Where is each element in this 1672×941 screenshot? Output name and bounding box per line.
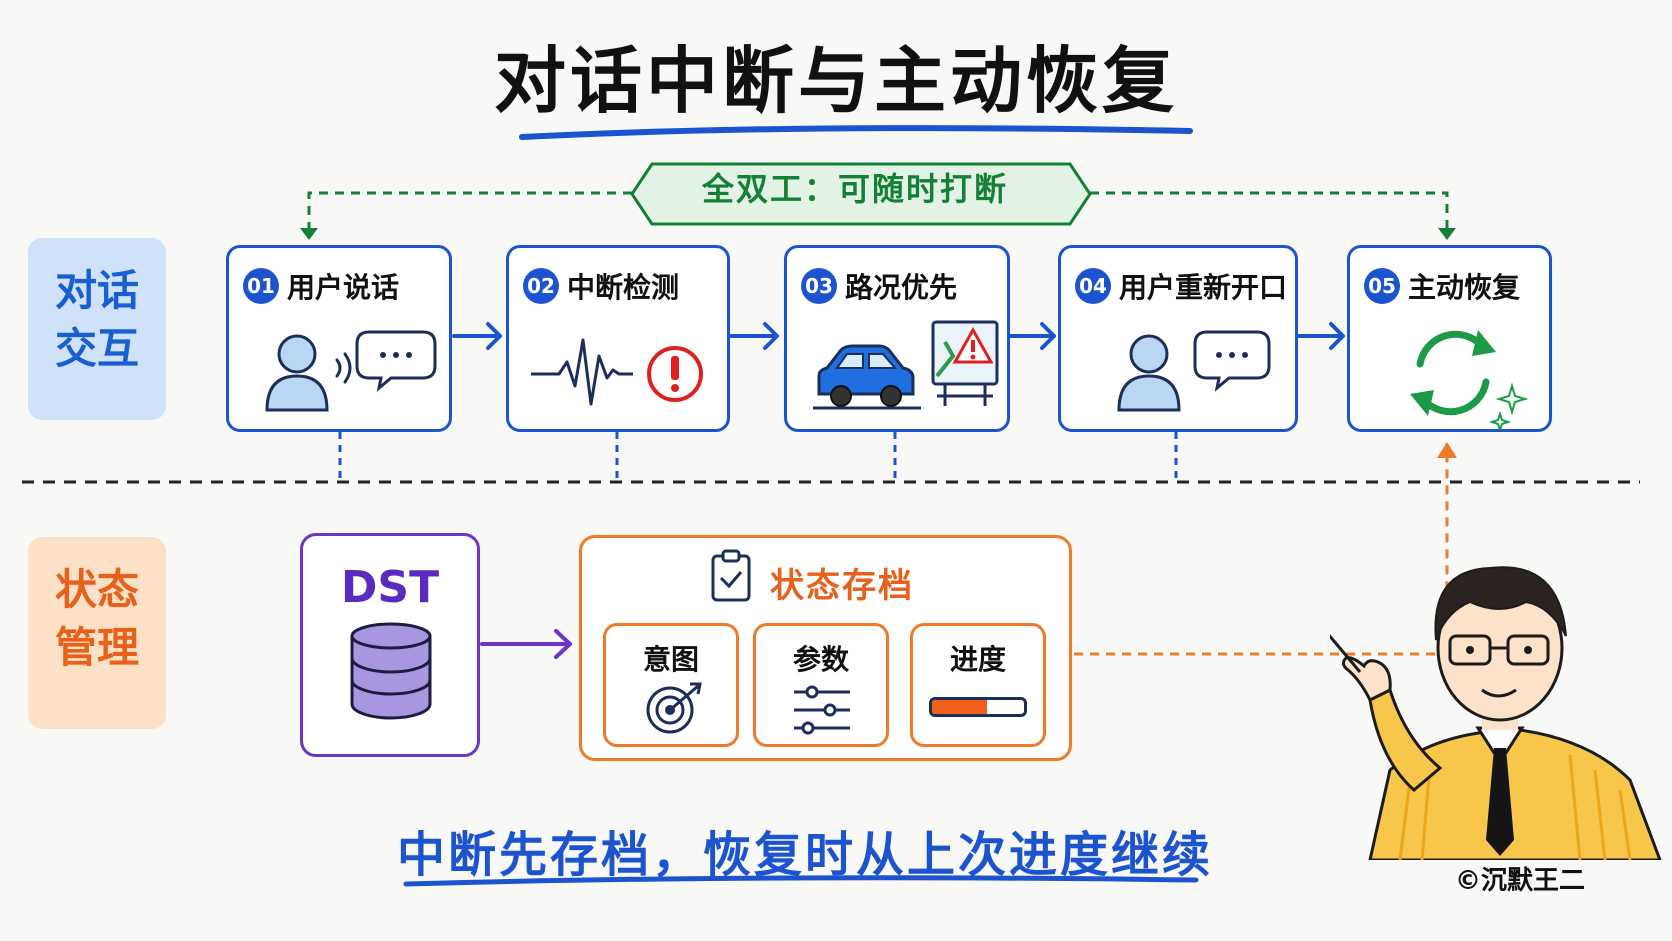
step-card-4: 04 用户重新开口 [1058, 245, 1298, 432]
alert-icon [647, 346, 703, 402]
step-number: 03 [801, 268, 837, 304]
step-title: 路况优先 [845, 271, 958, 304]
sliders-icon [794, 685, 850, 735]
duplex-banner-label: 全双工：可随时打断 [701, 170, 1008, 208]
archive-item-label: 意图 [642, 643, 699, 676]
section-label-line: 交互 [54, 324, 139, 373]
arrow-3-4 [1008, 322, 1056, 350]
car-icon [813, 344, 921, 410]
step-card-5: 05 主动恢复 [1347, 245, 1552, 432]
step-card-3: 03 路况优先 [784, 245, 1010, 432]
refresh-cycle-icon [1416, 330, 1490, 416]
step-title: 用户说话 [287, 271, 400, 304]
warning-map-sign-icon [931, 320, 999, 406]
step-title: 中断检测 [567, 271, 680, 304]
duplex-arrow-right [1090, 191, 1449, 232]
database-icon [350, 622, 432, 720]
section-label-line: 管理 [54, 623, 139, 672]
arrow-dst-archive [480, 629, 572, 659]
step-card-2: 02 中断检测 [506, 245, 730, 432]
archive-item-params [753, 623, 889, 747]
presenter-character-illustration [1330, 566, 1662, 860]
sound-waves-icon [335, 352, 352, 384]
section-label-line: 状态 [54, 565, 139, 614]
arrow-1-2 [452, 322, 502, 350]
step-number: 04 [1075, 268, 1111, 304]
target-icon [646, 682, 702, 734]
section-label-line: 对话 [54, 266, 139, 315]
clipboard-check-icon [711, 549, 751, 602]
speech-bubble-icon [1193, 330, 1271, 392]
section-label-dialog: 对话 交互 [28, 238, 166, 420]
state-archive-title: 状态存档 [770, 566, 914, 606]
dst-label: DST [340, 562, 440, 613]
step-title: 用户重新开口 [1119, 271, 1288, 304]
arrow-4-5 [1297, 322, 1345, 350]
user-icon [1117, 334, 1181, 412]
step-number: 05 [1364, 268, 1400, 304]
waveform-icon [531, 338, 633, 406]
sparkle-icon [1488, 382, 1529, 430]
section-label-state: 状态 管理 [28, 537, 166, 729]
title-underline [519, 125, 1193, 140]
duplex-arrow-left [307, 191, 632, 232]
progress-bar-icon [929, 697, 1027, 717]
user-icon [265, 334, 329, 412]
archive-item-progress [910, 623, 1046, 747]
step-number: 02 [523, 268, 559, 304]
step-number: 01 [243, 268, 279, 304]
progress-fill [932, 700, 988, 714]
speech-bubble-icon [355, 330, 437, 392]
arrow-2-3 [729, 322, 779, 350]
page-title: 对话中断与主动恢复 [493, 39, 1178, 123]
archive-item-label: 参数 [792, 643, 849, 676]
archive-item-intent [603, 623, 739, 747]
step-title: 主动恢复 [1408, 271, 1521, 304]
archive-item-label: 进度 [949, 643, 1006, 676]
summary-text: 中断先存档，恢复时从上次进度继续 [396, 827, 1213, 883]
step-card-1: 01 用户说话 [226, 245, 452, 432]
summary-underline [403, 875, 1199, 887]
watermark: ©沉默王二 [1455, 866, 1586, 896]
